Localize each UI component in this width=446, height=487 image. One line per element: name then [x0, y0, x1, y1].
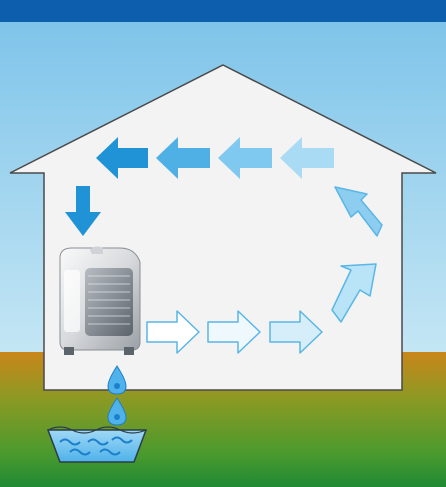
dehumidifier-icon	[60, 246, 140, 355]
top-band	[0, 0, 446, 22]
water-basin-icon	[48, 427, 146, 462]
